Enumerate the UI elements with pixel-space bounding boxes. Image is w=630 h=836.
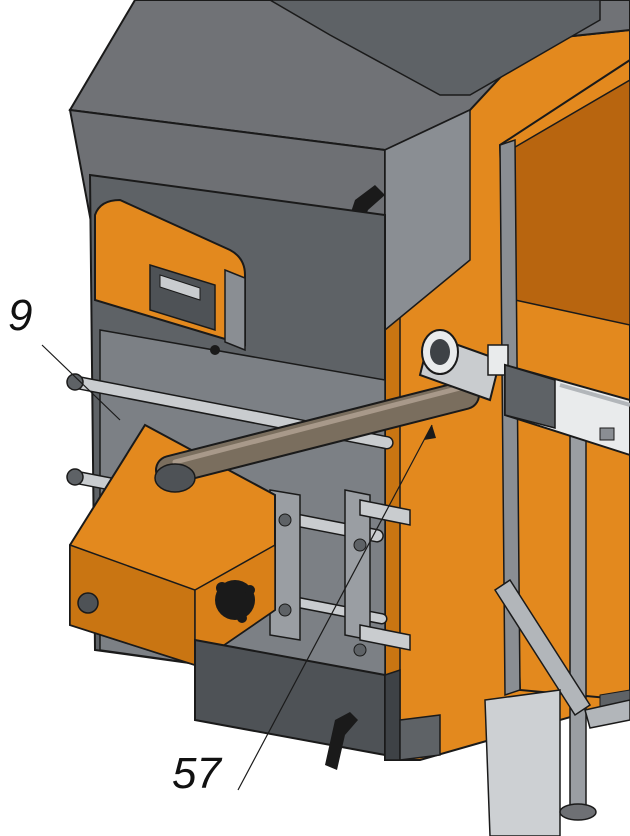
boiler-base — [194, 638, 441, 770]
burner-flame-window — [215, 580, 255, 623]
hopper-stand — [484, 429, 630, 836]
burner-box — [69, 423, 276, 667]
hopper-feed-tube — [504, 363, 630, 457]
callout-57-label: 57 — [172, 749, 222, 798]
controller-box — [94, 198, 246, 355]
auger-coupling — [418, 329, 509, 402]
callout-9: 9 — [8, 291, 121, 421]
callout-9-label: 9 — [8, 291, 32, 340]
callout-57: 57 — [172, 424, 436, 798]
callout-57-arrowhead — [424, 425, 436, 440]
callout-9-leader-line — [41, 344, 121, 421]
callout-57-leader-line — [237, 424, 433, 791]
pellet-hopper — [498, 58, 630, 711]
feed-auger-tube — [154, 380, 480, 493]
